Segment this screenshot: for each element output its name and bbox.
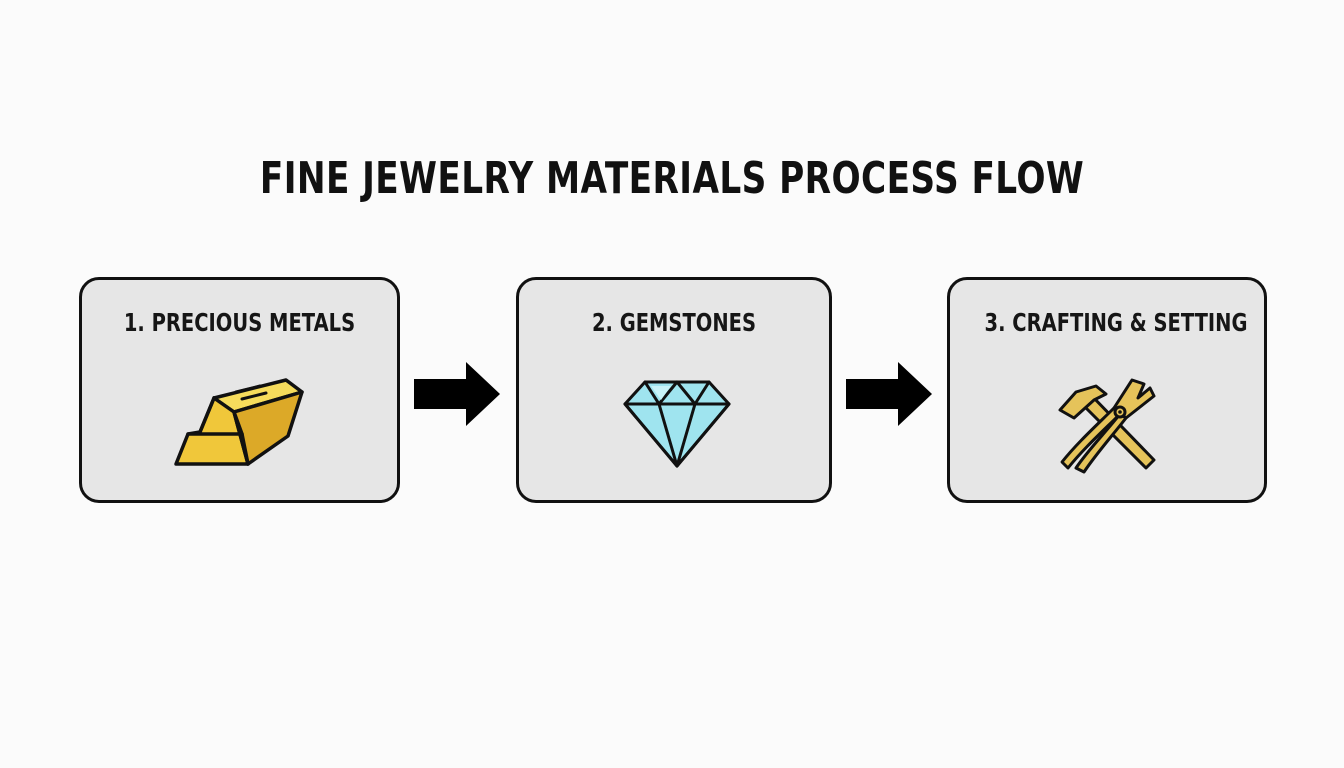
step-label: 1. PRECIOUS METALS <box>123 308 356 337</box>
step-box-precious-metals: 1. PRECIOUS METALS <box>79 277 400 503</box>
diagram-title: FINE JEWELRY MATERIALS PROCESS FLOW <box>259 153 1085 204</box>
gold-bar-icon <box>174 378 304 466</box>
step-label: 2. GEMSTONES <box>591 308 757 337</box>
step-box-crafting-setting: 3. CRAFTING & SETTING <box>947 277 1267 503</box>
diamond-icon <box>623 380 731 468</box>
step-box-gemstones: 2. GEMSTONES <box>516 277 832 503</box>
arrow-right-icon <box>414 362 500 426</box>
arrow-right-icon <box>846 362 932 426</box>
hammer-pliers-icon <box>1058 378 1156 474</box>
step-label: 3. CRAFTING & SETTING <box>984 308 1248 337</box>
